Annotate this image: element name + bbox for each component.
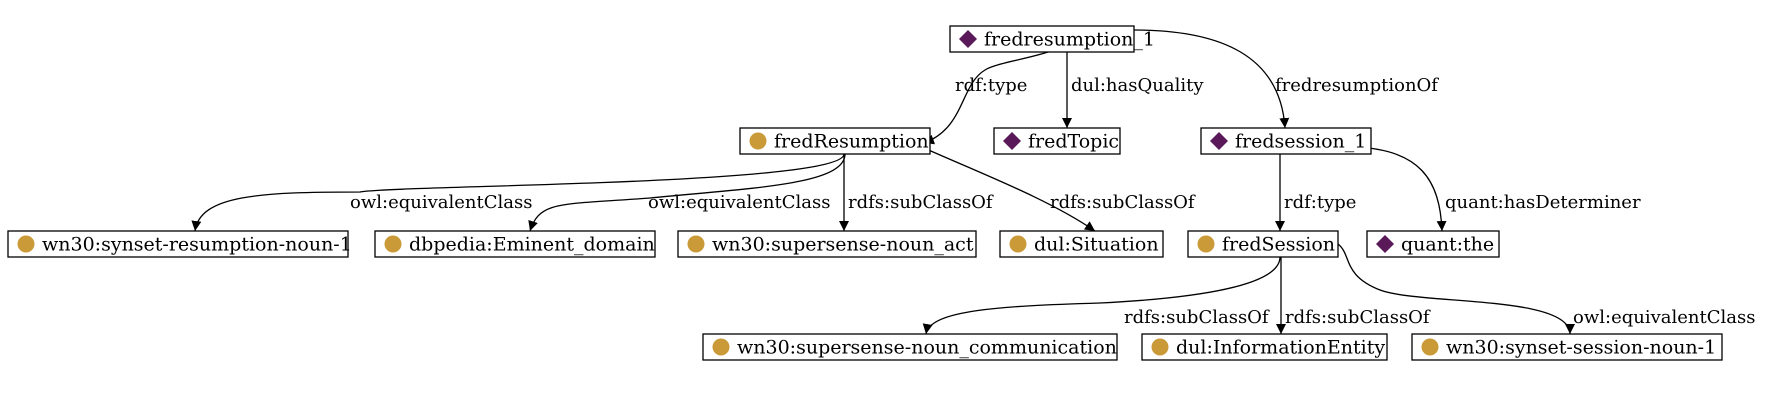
circle-icon (1151, 338, 1169, 356)
edge-label: rdfs:subClassOf (1124, 307, 1270, 328)
node-wn30-supersense-comm[interactable]: wn30:supersense-noun_communication (702, 333, 1118, 361)
node-label: fredsession_1 (1235, 131, 1366, 153)
node-label: dul:InformationEntity (1176, 337, 1385, 359)
edges-layer: rdf:type dul:hasQuality fredresumptionOf ow… (191, 29, 1755, 335)
diamond-icon (1210, 132, 1228, 150)
node-label: wn30:supersense-noun_communication (737, 337, 1117, 359)
node-label: fredSession (1222, 234, 1335, 256)
edge-dul-hasquality: dul:hasQuality (1062, 39, 1204, 128)
edge-owl-equivalentclass: owl:equivalentClass (1337, 243, 1755, 335)
node-fredsession[interactable]: fredSession (1187, 230, 1339, 258)
edge-label: rdfs:subClassOf (1050, 192, 1196, 213)
edge-rdfs-subclassof: rdfs:subClassOf (839, 154, 994, 231)
node-box (999, 230, 1164, 258)
node-box (1411, 333, 1723, 361)
node-box (1366, 230, 1500, 258)
edge-fredresumptionof: fredresumptionOf (1133, 29, 1439, 129)
node-dul-infoentity[interactable]: dul:InformationEntity (1141, 333, 1388, 361)
circle-icon (712, 338, 730, 356)
node-label: dbpedia:Eminent_domain (409, 234, 655, 256)
edge-arrow (1337, 243, 1575, 335)
node-dbpedia-eminent[interactable]: dbpedia:Eminent_domain (374, 230, 656, 258)
node-wn30-supersense-act[interactable]: wn30:supersense-noun_act (677, 230, 977, 258)
node-label: quant:the (1401, 234, 1494, 256)
node-label: fredTopic (1028, 131, 1119, 153)
diamond-icon (1003, 132, 1021, 150)
node-box (7, 230, 349, 258)
node-box (993, 127, 1121, 155)
edge-rdfs-subclassof: rdfs:subClassOf (923, 147, 1196, 232)
node-label: fredresumption_1 (984, 29, 1155, 51)
edge-label: owl:equivalentClass (350, 192, 532, 213)
edge-label: rdf:type (1284, 192, 1356, 213)
node-wn30-synset-resumption[interactable]: wn30:synset-resumption-noun-1 (7, 230, 352, 258)
edge-arrow (1133, 29, 1290, 129)
node-box (1141, 333, 1388, 361)
node-box (949, 25, 1135, 53)
edge-label: rdfs:subClassOf (1285, 307, 1431, 328)
node-wn30-synset-session[interactable]: wn30:synset-session-noun-1 (1411, 333, 1723, 361)
edge-arrow (923, 147, 1096, 232)
edge-arrow (528, 153, 846, 232)
edge-owl-equivalentclass: owl:equivalentClass (191, 153, 845, 232)
edge-rdfs-subclassof: rdfs:subClassOf (1276, 257, 1431, 334)
node-box (739, 127, 931, 155)
edge-label: owl:equivalentClass (1573, 307, 1755, 328)
circle-icon (17, 235, 35, 253)
nodes-layer: fredresumption_1 fredResumption fredTopic f… (7, 25, 1723, 361)
node-label: wn30:synset-session-noun-1 (1446, 337, 1716, 359)
circle-icon (687, 235, 705, 253)
node-label: dul:Situation (1034, 234, 1159, 256)
node-box (374, 230, 656, 258)
edge-rdf-type: rdf:type (1275, 154, 1356, 231)
edge-label: dul:hasQuality (1071, 75, 1204, 96)
edge-label: quant:hasDeterminer (1445, 192, 1641, 213)
node-box (677, 230, 977, 258)
edge-label: fredresumptionOf (1275, 75, 1439, 96)
circle-icon (1197, 235, 1215, 253)
diamond-icon (1376, 235, 1394, 253)
node-dul-situation[interactable]: dul:Situation (999, 230, 1164, 258)
edge-rdfs-subclassof: rdfs:subClassOf (922, 256, 1281, 335)
circle-icon (1009, 235, 1027, 253)
edge-owl-equivalentclass: owl:equivalentClass (528, 153, 846, 232)
circle-icon (1421, 338, 1439, 356)
diamond-icon (959, 30, 977, 48)
edge-arrow (1350, 146, 1447, 232)
circle-icon (384, 235, 402, 253)
edge-label: owl:equivalentClass (648, 192, 830, 213)
node-label: wn30:synset-resumption-noun-1 (42, 234, 352, 256)
node-quant-the[interactable]: quant:the (1366, 230, 1500, 258)
node-fredsession-1[interactable]: fredsession_1 (1200, 127, 1372, 155)
edge-arrow (191, 153, 845, 232)
node-box (702, 333, 1118, 361)
edge-label: rdf:type (955, 75, 1027, 96)
node-fredresumption-1[interactable]: fredresumption_1 (949, 25, 1155, 53)
node-label: wn30:supersense-noun_act (712, 234, 974, 256)
edge-label: rdfs:subClassOf (848, 192, 994, 213)
edge-arrow (922, 256, 1281, 335)
circle-icon (749, 132, 767, 150)
node-fredresumption[interactable]: fredResumption (739, 127, 931, 155)
node-fredtopic[interactable]: fredTopic (993, 127, 1121, 155)
node-label: fredResumption (774, 131, 929, 153)
edge-quant-hasdeterminer: quant:hasDeterminer (1350, 146, 1641, 232)
node-box (1200, 127, 1372, 155)
